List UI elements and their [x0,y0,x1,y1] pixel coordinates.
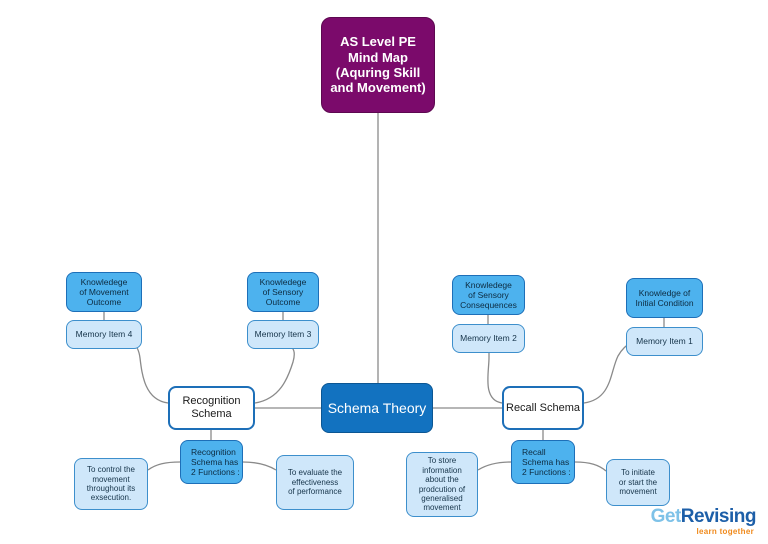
knowledge-node-movement-outcome[interactable]: Knowledege of Movement Outcome [66,272,142,312]
central-node-schema-theory[interactable]: Schema Theory [321,383,433,433]
branch-node-recall-schema[interactable]: Recall Schema [502,386,584,430]
knowledge-node-sensory-consequences[interactable]: Knowledege of Sensory Consequences [452,275,525,315]
function-node-recall-functions[interactable]: Recall Schema has 2 Functions : [511,440,575,484]
memory-node-item-4[interactable]: Memory Item 4 [66,320,142,349]
memory-node-item-3[interactable]: Memory Item 3 [247,320,319,349]
logo-wordmark: GetRevising [650,506,757,527]
edge-recognition-to-memory3 [254,344,295,404]
knowledge-node-initial-condition[interactable]: Knowledge of Initial Condition [626,278,703,318]
branch-node-recognition-schema[interactable]: Recognition Schema [168,386,255,430]
root-node[interactable]: AS Level PE Mind Map (Aquring Skill and … [321,17,435,113]
knowledge-node-sensory-outcome[interactable]: Knowledege of Sensory Outcome [247,272,319,312]
detail-node-initiate-movement[interactable]: To initiate or start the movement [606,459,670,506]
logo-tagline: learn together [696,527,754,536]
detail-node-control-movement[interactable]: To control the movement throughout its e… [74,458,148,510]
logo-get-text: Get [650,506,682,527]
edge-funcrec-to-detail1 [147,461,181,471]
edge-funcrecall-to-detail4 [574,461,607,472]
function-node-recognition-functions[interactable]: Recognition Schema has 2 Functions : [180,440,243,484]
edge-funcrecall-to-detail3 [477,461,512,471]
memory-node-item-1[interactable]: Memory Item 1 [626,327,703,356]
edge-funcrec-to-detail2 [242,461,277,471]
edge-recall-to-memory2 [487,345,503,404]
memory-node-item-2[interactable]: Memory Item 2 [452,324,525,353]
logo-revising-text: Revising [680,506,757,527]
detail-node-store-information[interactable]: To store information about the prodcutio… [406,452,478,517]
detail-node-evaluate-effectiveness[interactable]: To evaluate the effectiveness of perform… [276,455,354,510]
getrevising-logo: GetRevising learn together [650,506,757,536]
